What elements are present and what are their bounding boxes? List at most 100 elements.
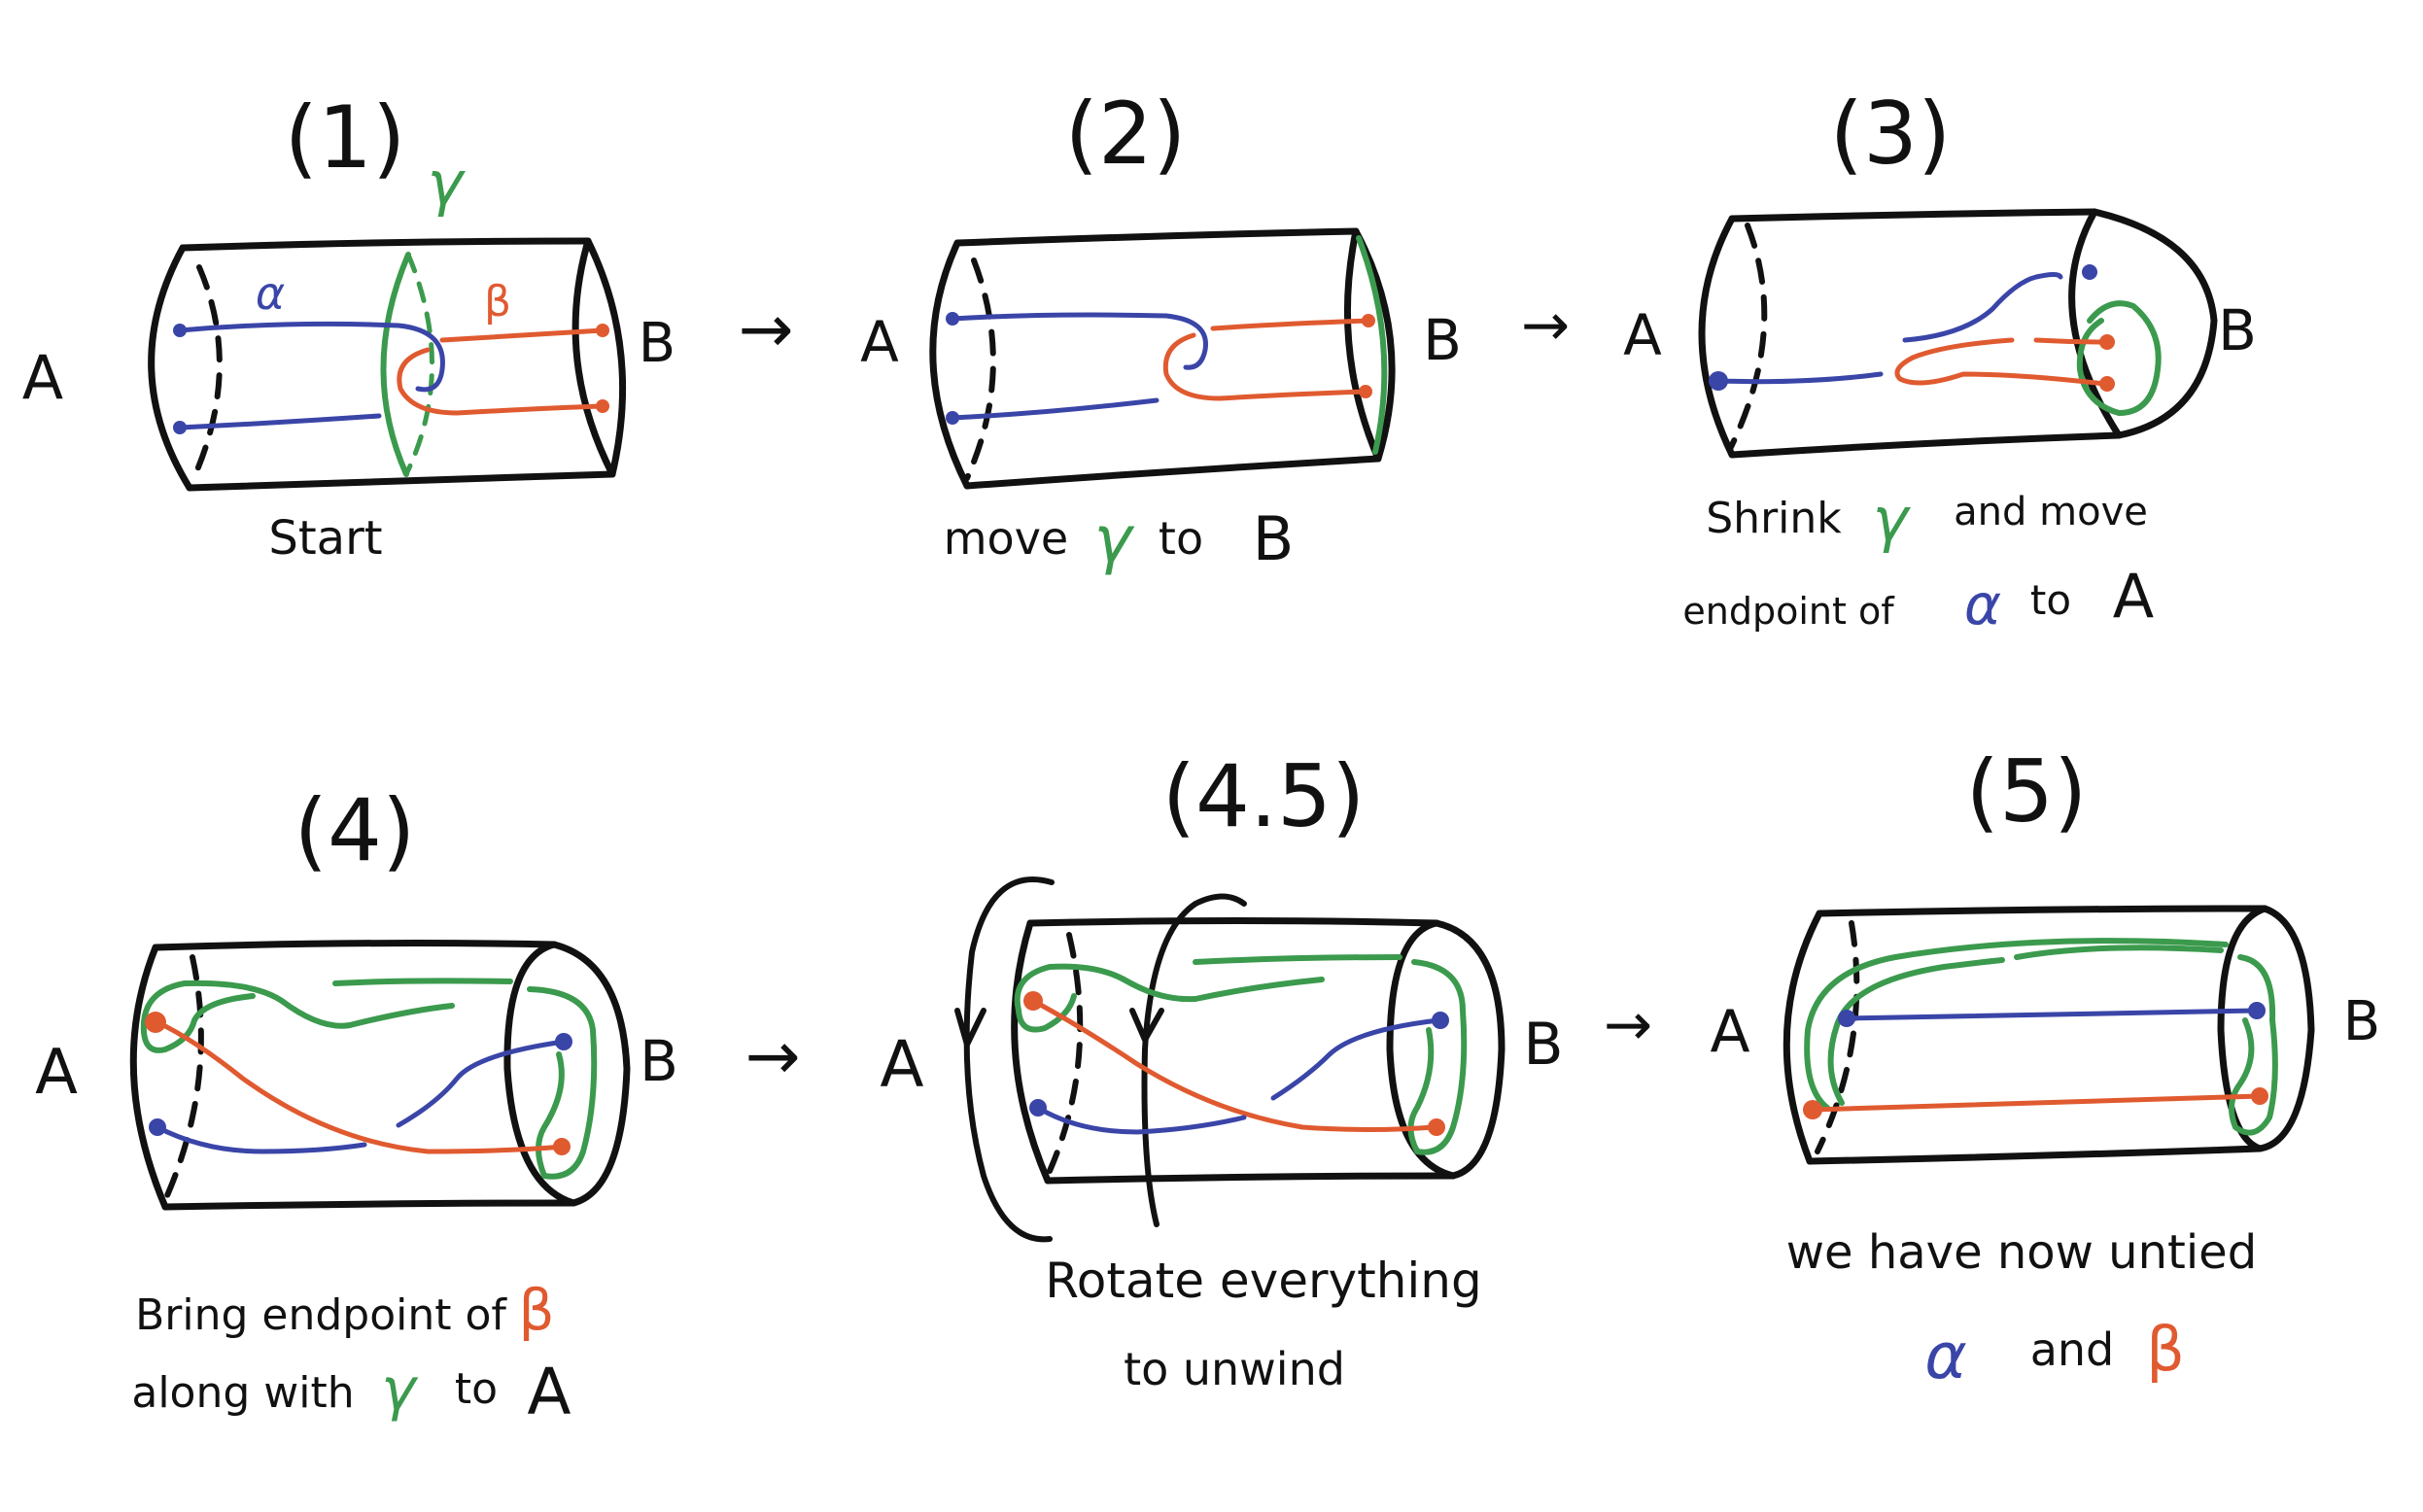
panel-3-hidden-edge bbox=[1727, 223, 1768, 452]
panel-3-caption-line2: endpoint of bbox=[1682, 590, 1895, 633]
panel-4-5: (4.5) A B Rotate everything to unwind bbox=[880, 746, 1563, 1395]
panel-4-caption-beta: β bbox=[518, 1277, 554, 1343]
panel-4-5-endpoint-b: B bbox=[1523, 1011, 1563, 1079]
panel-4-5-rotation-arrowhead-left bbox=[954, 1008, 987, 1048]
panel-3-beta bbox=[1894, 337, 2107, 387]
panel-2-alpha-lower bbox=[950, 397, 1160, 421]
panel-5-number: (5) bbox=[1966, 741, 2088, 842]
panel-1-endpoint-b: B bbox=[639, 312, 675, 375]
panel-2-number: (2) bbox=[1065, 84, 1187, 184]
panel-2-alpha-upper bbox=[950, 312, 1208, 370]
panel-5-beta bbox=[1810, 1093, 2263, 1113]
panel-3-beta-endpoint-top bbox=[2099, 334, 2115, 350]
panel-1-endpoint-a: A bbox=[22, 342, 63, 413]
panel-4-beta-endpoint-a bbox=[145, 1012, 166, 1033]
panel-5-caption-line1: we have now untied bbox=[1786, 1225, 2257, 1280]
panel-2-caption: move γ to B bbox=[944, 502, 1295, 577]
panel-1-beta-endpoint-top bbox=[596, 324, 609, 337]
panel-1-beta-label: β bbox=[484, 277, 511, 326]
panel-5-caption: we have now untied α and β bbox=[1786, 1225, 2257, 1393]
panel-5-cylinder bbox=[1783, 905, 2315, 1165]
panel-3-endpoint-a: A bbox=[1623, 302, 1662, 368]
panel-4-beta bbox=[155, 1019, 567, 1154]
panel-2-endpoint-b: B bbox=[1423, 307, 1462, 373]
panel-4-5-gamma-top bbox=[1193, 954, 1402, 965]
panel-3-caption: Shrink γ and move endpoint of α to A bbox=[1682, 484, 2154, 637]
panel-3-alpha-endpoint-a bbox=[1709, 371, 1728, 391]
panel-4-5-caption-line1: Rotate everything bbox=[1045, 1253, 1481, 1309]
panel-5-caption-and: and bbox=[2030, 1323, 2115, 1376]
panel-1-caption: Start bbox=[268, 511, 382, 566]
panel-1-alpha-endpoint-bottom bbox=[173, 421, 187, 434]
panel-4-alpha-lower bbox=[155, 1124, 367, 1154]
panel-5-hidden-edge bbox=[1815, 920, 1860, 1154]
panel-3-alpha-upper bbox=[1902, 272, 2063, 343]
panel-1-number: (1) bbox=[285, 87, 406, 188]
panel-1-beta-lower bbox=[397, 347, 606, 416]
panel-2-beta-lower bbox=[1162, 332, 1368, 401]
panel-2-caption-gamma: γ bbox=[1093, 502, 1134, 577]
panel-4-5-alpha-upper bbox=[1270, 1017, 1441, 1101]
panel-3-caption-alpha: α bbox=[1964, 571, 2001, 637]
panel-4-5-endpoint-a: A bbox=[880, 1027, 923, 1102]
panel-4-5-gamma-bface bbox=[1407, 959, 1468, 1155]
panel-1: (1) γ A B α β Start bbox=[22, 87, 675, 566]
panel-1-beta-upper bbox=[439, 327, 606, 343]
panel-3-alpha bbox=[1715, 371, 1884, 385]
panel-4-caption-line2: along with bbox=[131, 1368, 354, 1418]
panel-1-alpha-upper bbox=[177, 321, 445, 393]
panel-1-alpha-lower bbox=[177, 413, 382, 430]
panel-4-gamma-bface bbox=[527, 986, 598, 1180]
panel-1-alpha-endpoint-top bbox=[173, 324, 187, 337]
panel-3: (3) A B Shrink γ and move endpoint of α … bbox=[1623, 84, 2257, 637]
panel-1-gamma-curve bbox=[380, 252, 411, 477]
panel-4-gamma-top bbox=[332, 978, 513, 986]
panel-2-gamma-curve bbox=[1356, 235, 1388, 455]
panel-4-alpha-upper bbox=[396, 1039, 567, 1128]
panel-5-gamma-inner bbox=[1827, 945, 2224, 1106]
panel-3-alpha-endpoint-b bbox=[2082, 264, 2097, 280]
panel-4-caption-line1: Bring endpoint of bbox=[135, 1290, 507, 1340]
panel-4-5-alpha-endpoint-b bbox=[1432, 1012, 1449, 1029]
panel-3-caption-line1: Shrink bbox=[1706, 494, 1842, 543]
panel-4-5-beta-endpoint-a bbox=[1023, 991, 1043, 1011]
panel-4-caption-to: to bbox=[455, 1364, 498, 1414]
panel-2-cylinder bbox=[929, 227, 1396, 490]
panel-3-caption-a: A bbox=[2113, 561, 2154, 632]
panel-4-5-cylinder bbox=[1011, 917, 1506, 1185]
panel-2-caption-text: move bbox=[944, 512, 1068, 565]
panel-2-beta-endpoint-top bbox=[1362, 314, 1375, 327]
panel-2-beta-endpoint-bottom bbox=[1359, 385, 1372, 398]
panel-5-caption-beta: β bbox=[2146, 1314, 2185, 1385]
arrow-4-45: → bbox=[745, 1018, 801, 1095]
panel-5-gamma-outer bbox=[1804, 938, 2229, 1111]
panel-3-number: (3) bbox=[1830, 84, 1952, 184]
panel-5-endpoint-a: A bbox=[1710, 998, 1749, 1066]
arrow-2-3: → bbox=[1521, 292, 1570, 360]
panel-5-caption-alpha: α bbox=[1924, 1319, 1967, 1393]
panel-3-gamma-loop bbox=[2076, 300, 2162, 416]
panel-5-alpha-endpoint-a bbox=[1838, 1010, 1855, 1027]
panel-4-hidden-edge bbox=[162, 954, 204, 1203]
arrow-1-2: → bbox=[739, 292, 794, 368]
panel-2: (2) A B move γ to B bbox=[860, 84, 1462, 577]
panel-4-5-rotation-arrow-left bbox=[963, 876, 1055, 1243]
panel-1-gamma-label: γ bbox=[428, 148, 467, 219]
panel-4-5-alpha-endpoint-a bbox=[1029, 1099, 1047, 1117]
panel-2-alpha-endpoint-top bbox=[946, 312, 959, 326]
panel-3-endpoint-b: B bbox=[2218, 297, 2257, 363]
panel-3-caption-line1-tail: and move bbox=[1954, 490, 2148, 534]
panel-3-cylinder bbox=[1698, 208, 2218, 459]
panel-5-endpoint-b: B bbox=[2343, 990, 2380, 1053]
panel-1-gamma-hidden bbox=[403, 252, 434, 477]
panel-4-alpha-endpoint-a bbox=[149, 1118, 166, 1136]
panel-4-5-number: (4.5) bbox=[1162, 746, 1366, 846]
panel-4-caption: Bring endpoint of β along with γ to A bbox=[131, 1277, 571, 1429]
panel-4-5-beta bbox=[1030, 998, 1436, 1132]
panel-4-caption-a: A bbox=[527, 1355, 571, 1429]
panel-2-caption-to: to bbox=[1159, 512, 1203, 565]
arrow-45-5: → bbox=[1604, 991, 1652, 1059]
panel-5-gamma-bface bbox=[2229, 954, 2278, 1136]
panel-1-alpha-label: α bbox=[256, 267, 285, 320]
